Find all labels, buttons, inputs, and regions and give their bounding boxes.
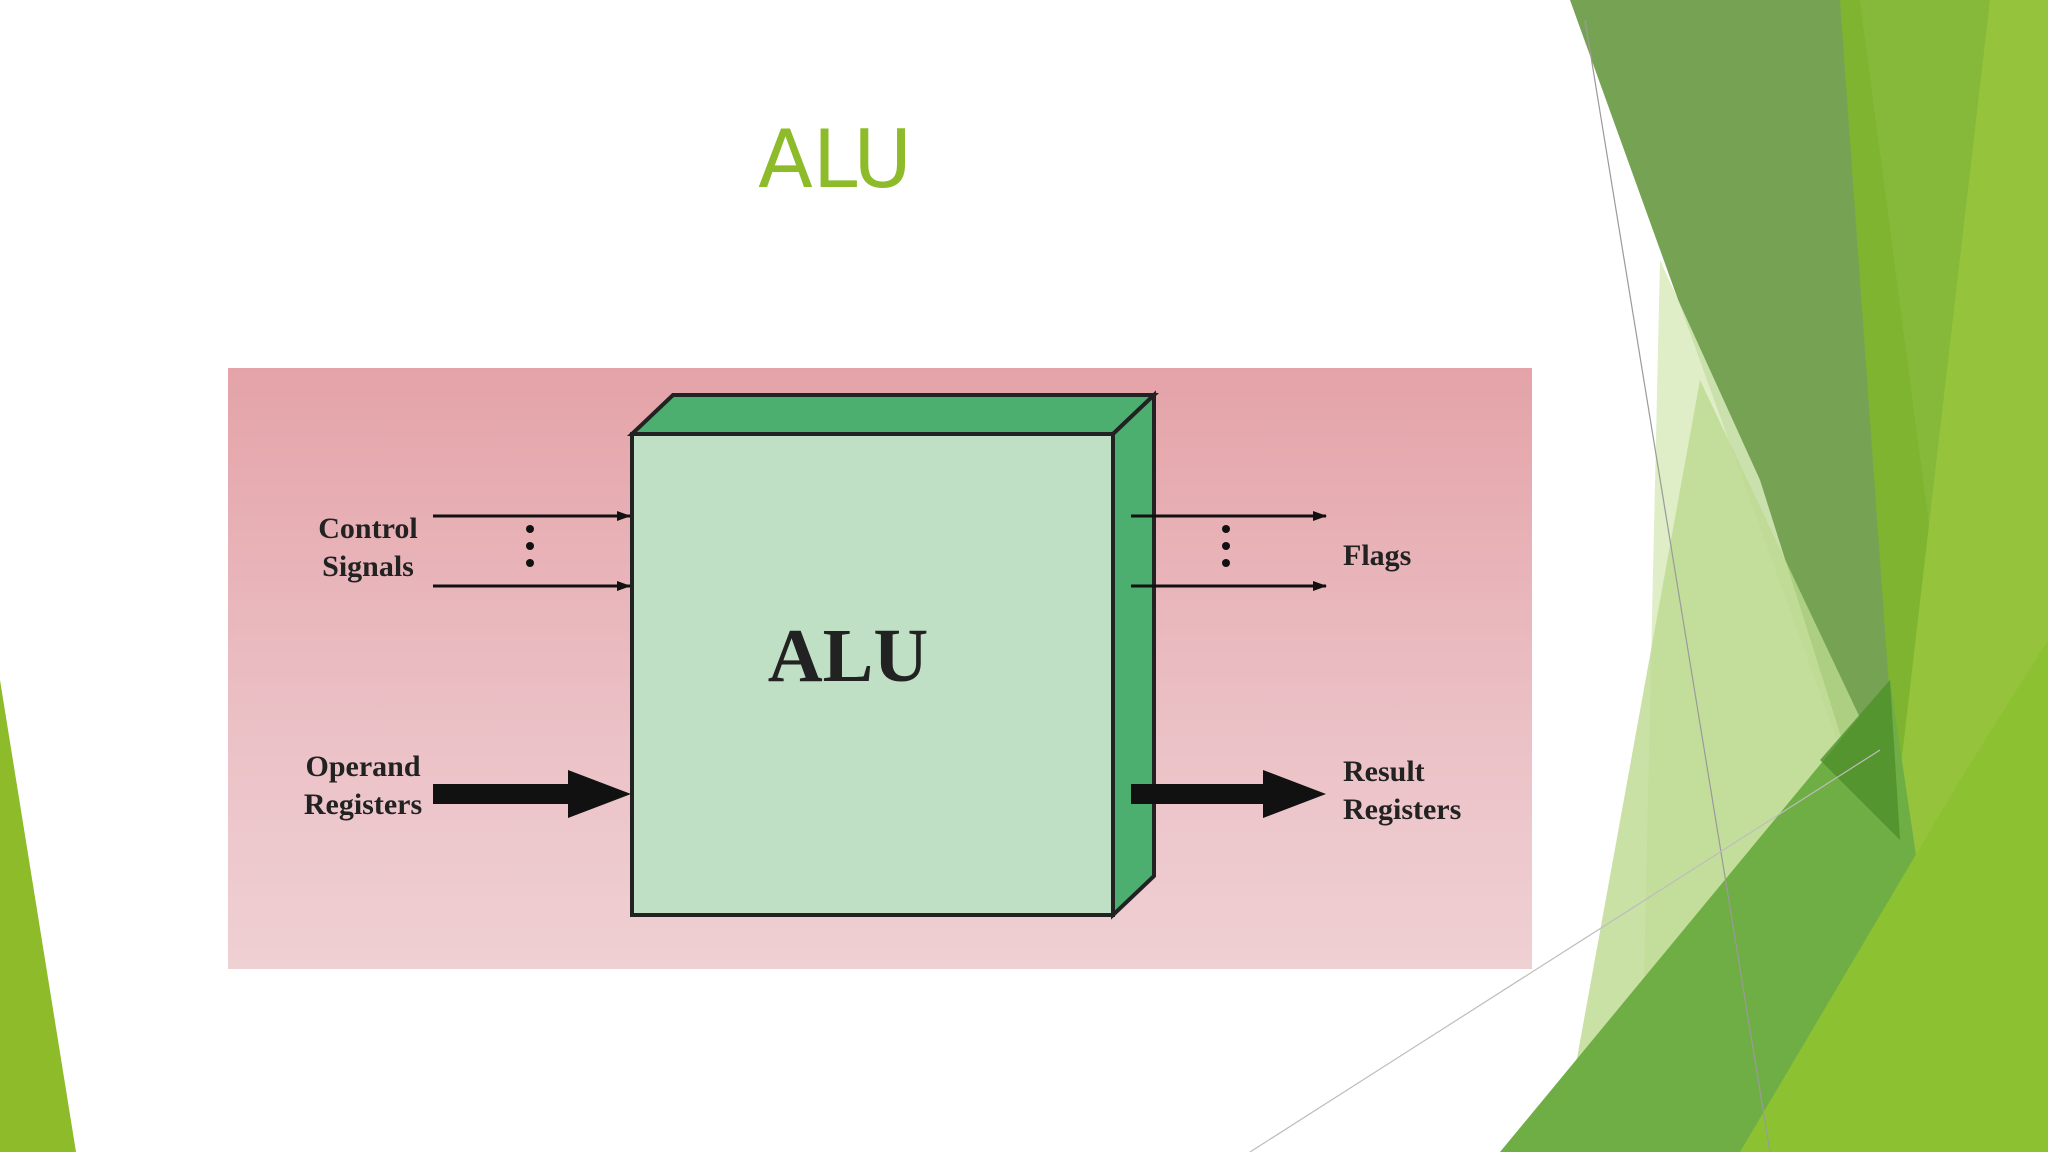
deco-facet-left <box>0 680 76 1152</box>
result-label-line2: Registers <box>1343 793 1462 826</box>
operand-registers-label: Operand Registers <box>278 748 448 824</box>
slide-title: ALU <box>758 113 912 206</box>
control-dot-2 <box>526 542 534 550</box>
control-signals-label: Control Signals <box>288 510 448 586</box>
result-arrow <box>1131 770 1326 818</box>
alu-block-front <box>630 432 1115 917</box>
operand-arrow <box>433 770 631 818</box>
operand-label-line2: Registers <box>303 788 423 821</box>
flags-label: Flags <box>1343 539 1412 572</box>
control-label-line1: Control <box>318 512 418 545</box>
control-dot-1 <box>526 525 534 533</box>
result-label-line1: Result <box>1343 755 1425 788</box>
control-dot-3 <box>526 559 534 567</box>
result-registers-label: Result Registers <box>1343 753 1461 829</box>
deco-facet-7 <box>1740 640 2048 1152</box>
deco-line-2 <box>1249 749 1881 1152</box>
flags-dot-2 <box>1222 542 1230 550</box>
alu-diagram-graphics <box>433 390 1327 920</box>
alu-diagram: ALU Control Signals Operand Registers Fl… <box>228 368 1532 969</box>
alu-block-label: ALU <box>767 614 929 698</box>
control-label-line2: Signals <box>322 550 414 583</box>
alu-block-top <box>626 393 1160 436</box>
flags-dot-1 <box>1222 525 1230 533</box>
operand-label-line1: Operand <box>305 750 421 783</box>
deco-line-1 <box>1584 19 1771 1152</box>
alu-block-side <box>1111 390 1156 920</box>
flags-dot-3 <box>1222 559 1230 567</box>
deco-facet-8 <box>1820 680 1900 840</box>
